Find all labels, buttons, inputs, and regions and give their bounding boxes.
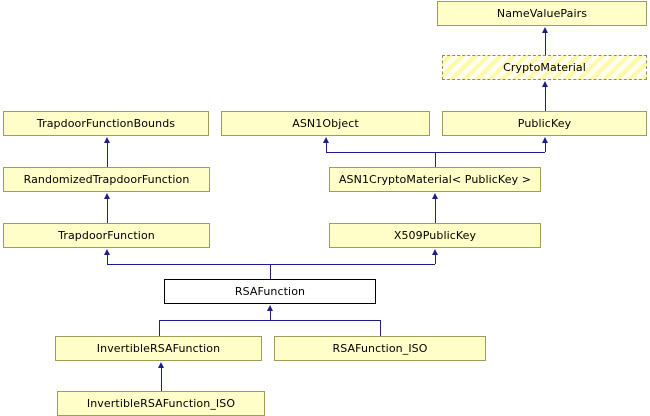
class-node-label: CryptoMaterial (503, 61, 586, 74)
class-node-label: RSAFunction_ISO (332, 342, 428, 355)
class-node-label: TrapdoorFunctionBounds (36, 117, 176, 130)
inheritance-arrow-trapdoorfunction (104, 249, 110, 255)
inheritance-arrow-publickey (542, 137, 548, 143)
class-node-cryptoMaterial[interactable]: CryptoMaterial (442, 55, 647, 80)
inheritance-arrow-trapdoor-randomized (104, 193, 110, 199)
class-node-rsaFunctionISO[interactable]: RSAFunction_ISO (274, 336, 486, 361)
edge-bus-rsafunction-children (159, 320, 380, 321)
class-node-label: TrapdoorFunction (58, 229, 155, 242)
class-node-label: X509PublicKey (393, 229, 477, 242)
edge-publickey-drop (545, 143, 546, 152)
class-node-x509PublicKey[interactable]: X509PublicKey (329, 223, 541, 248)
class-node-label: ASN1CryptoMaterial< PublicKey > (338, 173, 532, 186)
inheritance-arrow-randomized-bounds (104, 137, 110, 143)
edge-rsafunction-riser (270, 264, 271, 279)
edge-asn1cryptomaterial-riser (435, 152, 436, 167)
edge-x509publickey-drop (435, 255, 436, 264)
inheritance-arrow-cryptomaterial-namevaluepairs (542, 27, 548, 33)
edge-trapdoorfunction-drop (107, 255, 108, 264)
class-node-rsaFunction[interactable]: RSAFunction (164, 279, 376, 304)
class-node-label: PublicKey (517, 117, 572, 130)
edge-invertiblersafunction-riser (159, 320, 160, 336)
inheritance-arrow-rsafunction-children (267, 305, 273, 311)
class-node-randomizedTrapdoorFunction[interactable]: RandomizedTrapdoorFunction (3, 167, 210, 192)
class-node-nameValuePairs[interactable]: NameValuePairs (437, 1, 647, 26)
edge-asn1object-drop (326, 143, 327, 152)
inheritance-arrow-x509publickey (432, 249, 438, 255)
class-node-label: InvertibleRSAFunction (96, 342, 221, 355)
class-node-asn1CryptoMaterial[interactable]: ASN1CryptoMaterial< PublicKey > (329, 167, 541, 192)
edge-x509-asn1cryptomaterial (435, 199, 436, 223)
edge-randomized-bounds (107, 143, 108, 167)
class-node-asn1Object[interactable]: ASN1Object (221, 111, 430, 136)
inheritance-arrow-invertibleiso-invertible (158, 362, 164, 368)
class-node-trapdoorFunctionBounds[interactable]: TrapdoorFunctionBounds (3, 111, 209, 136)
class-node-trapdoorFunction[interactable]: TrapdoorFunction (3, 223, 210, 248)
edge-bus-rsafunction (107, 264, 435, 265)
edge-cryptomaterial-namevaluepairs (545, 33, 546, 55)
inheritance-arrow-x509-asn1cryptomaterial (432, 193, 438, 199)
class-node-label: ASN1Object (292, 117, 359, 130)
inheritance-arrow-publickey-cryptomaterial (542, 81, 548, 87)
class-node-label: NameValuePairs (496, 7, 588, 20)
inheritance-arrow-asn1object (323, 137, 329, 143)
class-node-label: InvertibleRSAFunction_ISO (86, 397, 236, 410)
edge-invertibleiso-invertible (161, 368, 162, 391)
class-node-label: RSAFunction (234, 285, 306, 298)
edge-publickey-cryptomaterial (545, 87, 546, 111)
edge-rsafunctioniso-riser (380, 320, 381, 336)
class-node-publicKey[interactable]: PublicKey (442, 111, 647, 136)
edge-trapdoor-randomized (107, 199, 108, 223)
class-node-label: RandomizedTrapdoorFunction (23, 173, 190, 186)
class-node-invertibleRSAFunction[interactable]: InvertibleRSAFunction (55, 336, 262, 361)
class-node-invertibleRSAFunctionISO[interactable]: InvertibleRSAFunction_ISO (57, 391, 265, 416)
edge-rsafunction-drop (270, 311, 271, 320)
